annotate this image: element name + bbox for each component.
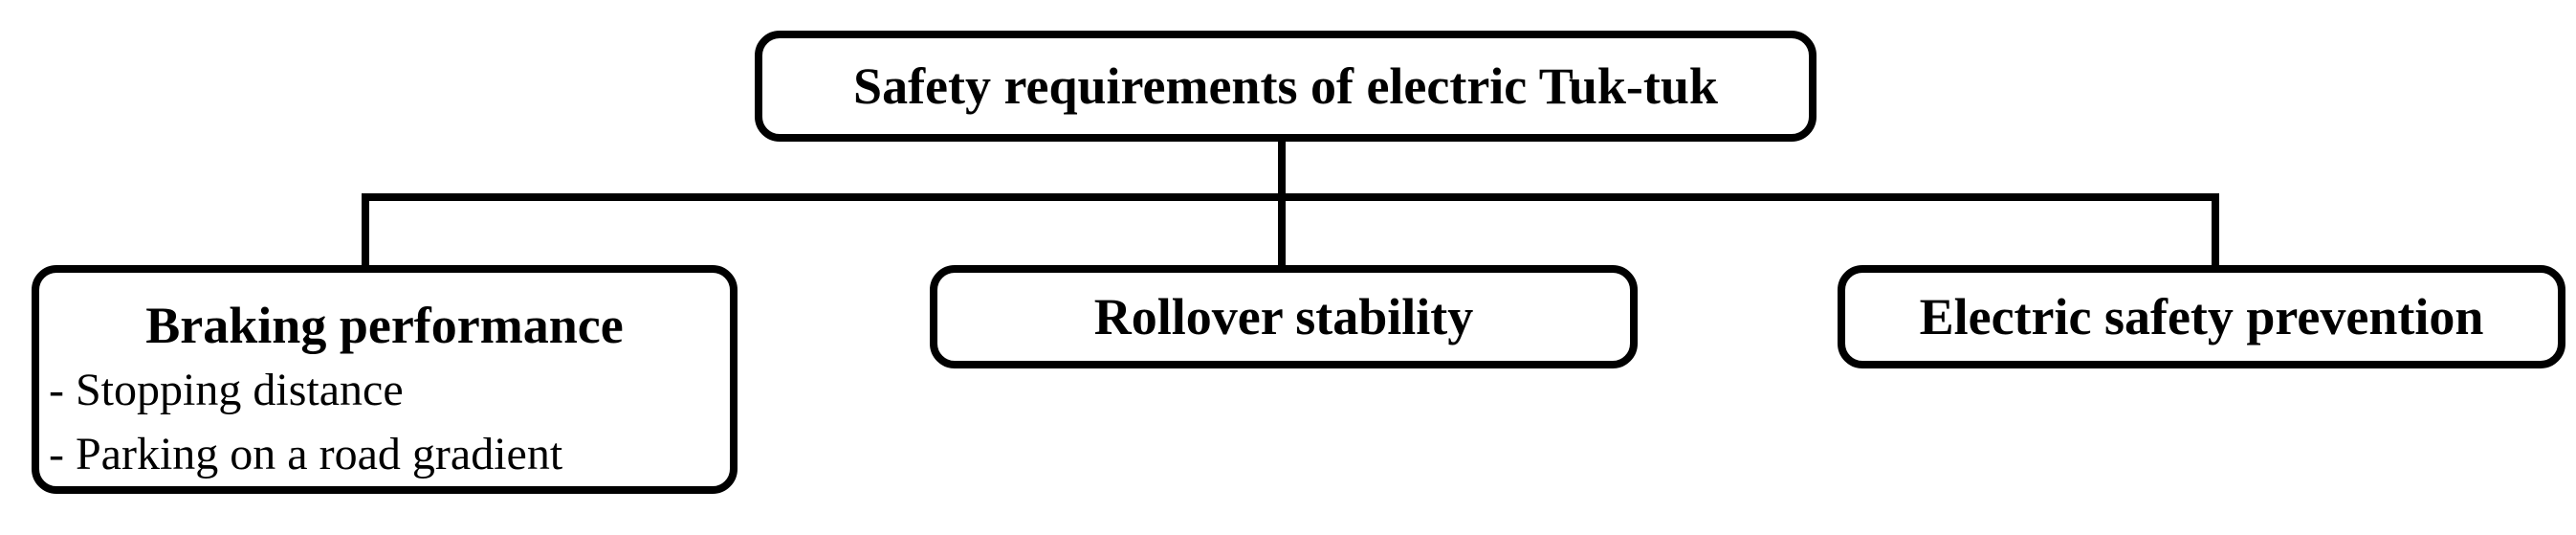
root-node-label: Safety requirements of electric Tuk-tuk	[853, 57, 1718, 115]
node-rollover-stability: Rollover stability	[930, 265, 1638, 368]
braking-item-stopping-distance: - Stopping distance	[49, 365, 404, 415]
node-electric-safety-prevention-title: Electric safety prevention	[1919, 288, 2484, 346]
node-braking-performance-title: Braking performance	[145, 297, 624, 354]
node-rollover-stability-title: Rollover stability	[1093, 288, 1474, 346]
braking-item-parking-gradient: - Parking on a road gradient	[49, 429, 563, 479]
node-braking-performance: Braking performance - Stopping distance …	[32, 265, 738, 494]
root-node: Safety requirements of electric Tuk-tuk	[755, 31, 1816, 142]
node-electric-safety-prevention: Electric safety prevention	[1838, 265, 2565, 368]
